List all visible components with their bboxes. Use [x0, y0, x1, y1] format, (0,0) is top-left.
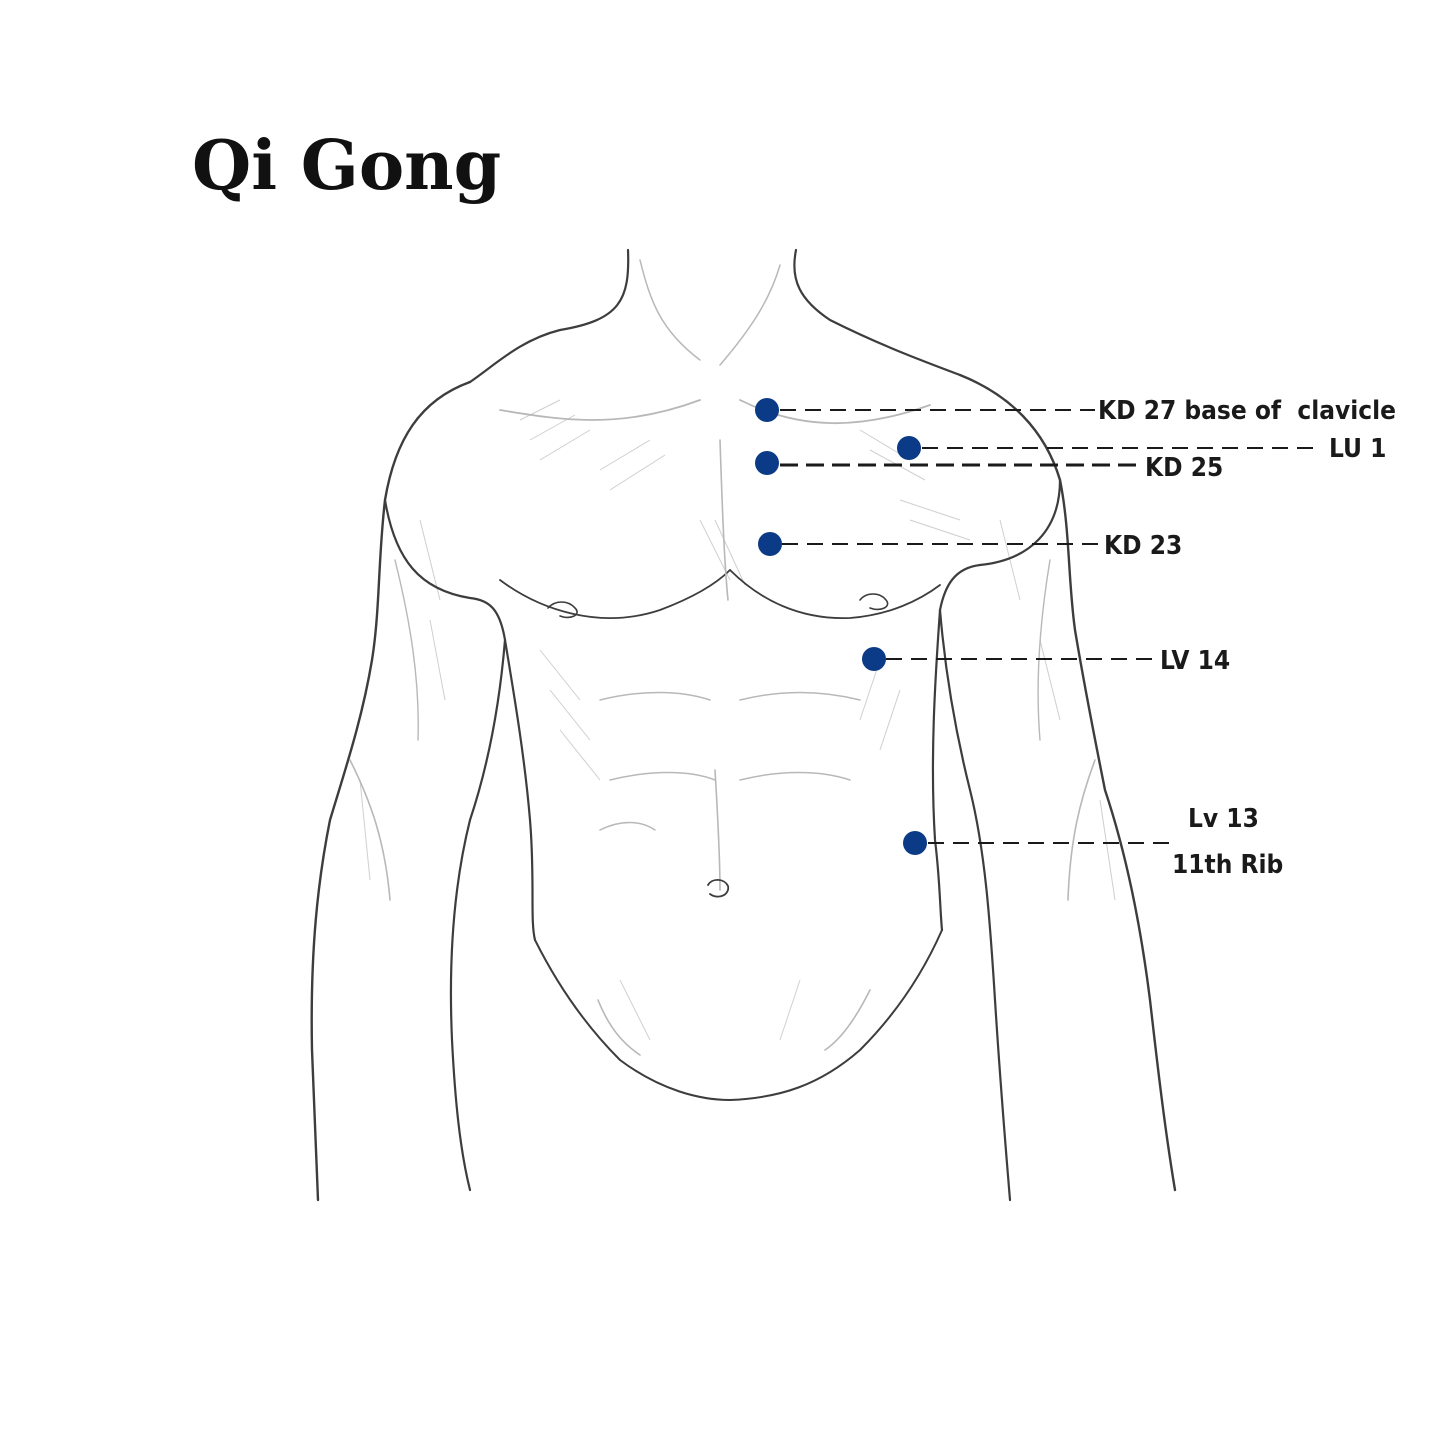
leader-lines [780, 409, 1320, 844]
label-kd27: KD 27 base of clavicle [1098, 396, 1396, 426]
label-lv14: LV 14 [1160, 646, 1230, 676]
point-marker-kd25 [755, 451, 779, 475]
point-marker-kd27 [755, 398, 779, 422]
point-marker-kd23 [758, 532, 782, 556]
acupoint-markers [755, 398, 927, 855]
shading-hatches [359, 399, 1116, 1041]
label-lv13-rib: 11th Rib [1172, 850, 1283, 880]
page-title: Qi Gong [192, 126, 502, 206]
torso-sketch [310, 248, 1177, 1202]
label-lv13: Lv 13 [1188, 804, 1259, 834]
label-kd25: KD 25 [1145, 453, 1223, 483]
acupoint-labels: KD 27 base of clavicle LU 1 KD 25 KD 23 … [1098, 396, 1396, 880]
label-kd23: KD 23 [1104, 531, 1182, 561]
label-lu1: LU 1 [1329, 434, 1386, 464]
point-marker-lv13 [903, 831, 927, 855]
point-marker-lv14 [862, 647, 886, 671]
point-marker-lu1 [897, 436, 921, 460]
